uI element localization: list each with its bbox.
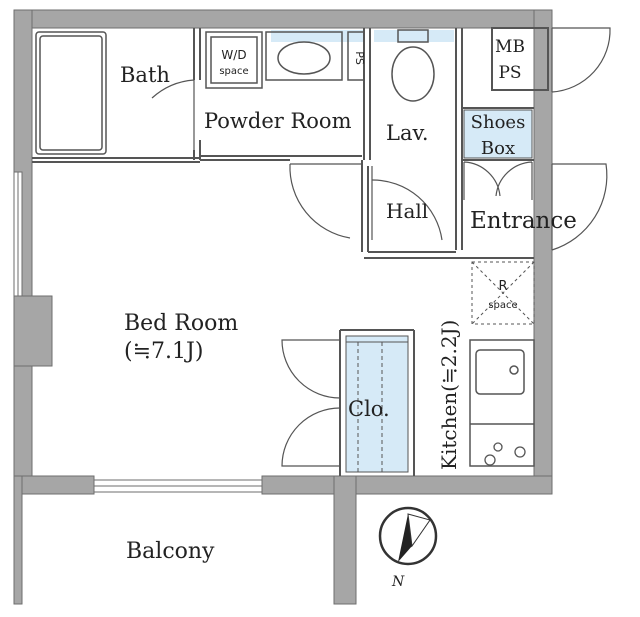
wd-label: W/D (221, 48, 246, 62)
ps-small-label: PS (353, 51, 366, 65)
storage-fills (271, 30, 533, 473)
north-label: N (391, 574, 405, 590)
toilet-icon (391, 29, 435, 102)
shoes-label: Shoes (471, 112, 526, 133)
hall-label: Hall (386, 199, 428, 223)
bathtub-icon (35, 31, 107, 155)
washbasin-icon (265, 31, 365, 81)
walls (13, 9, 553, 605)
entrance-label: Entrance (470, 208, 577, 234)
sink-icon (469, 339, 535, 467)
stove-icon (484, 442, 526, 466)
balcony-label: Balcony (126, 539, 215, 564)
bath-label: Bath (120, 63, 170, 87)
partitions (32, 27, 549, 476)
box-label: Box (481, 138, 515, 159)
r-space-box (471, 261, 535, 325)
window-icon (13, 171, 23, 297)
bed-room-label: Bed Room (124, 311, 238, 336)
r-label: R (498, 279, 507, 294)
balcony-window (93, 479, 263, 493)
doors (151, 27, 611, 467)
wd-space-box (205, 31, 263, 89)
ps-label: PS (498, 63, 521, 83)
compass-icon (378, 506, 438, 566)
mb-label: MB (495, 37, 525, 57)
bed-room-area-label: (≒7.1J) (124, 339, 203, 364)
powder-room-label: Powder Room (204, 109, 352, 133)
wd-space-label: space (219, 66, 248, 77)
r-space-label: space (488, 300, 517, 311)
lav-label: Lav. (386, 121, 429, 145)
closet-label: Clo. (348, 397, 390, 421)
kitchen-label: Kitchen(≒2.2J) (437, 320, 461, 470)
